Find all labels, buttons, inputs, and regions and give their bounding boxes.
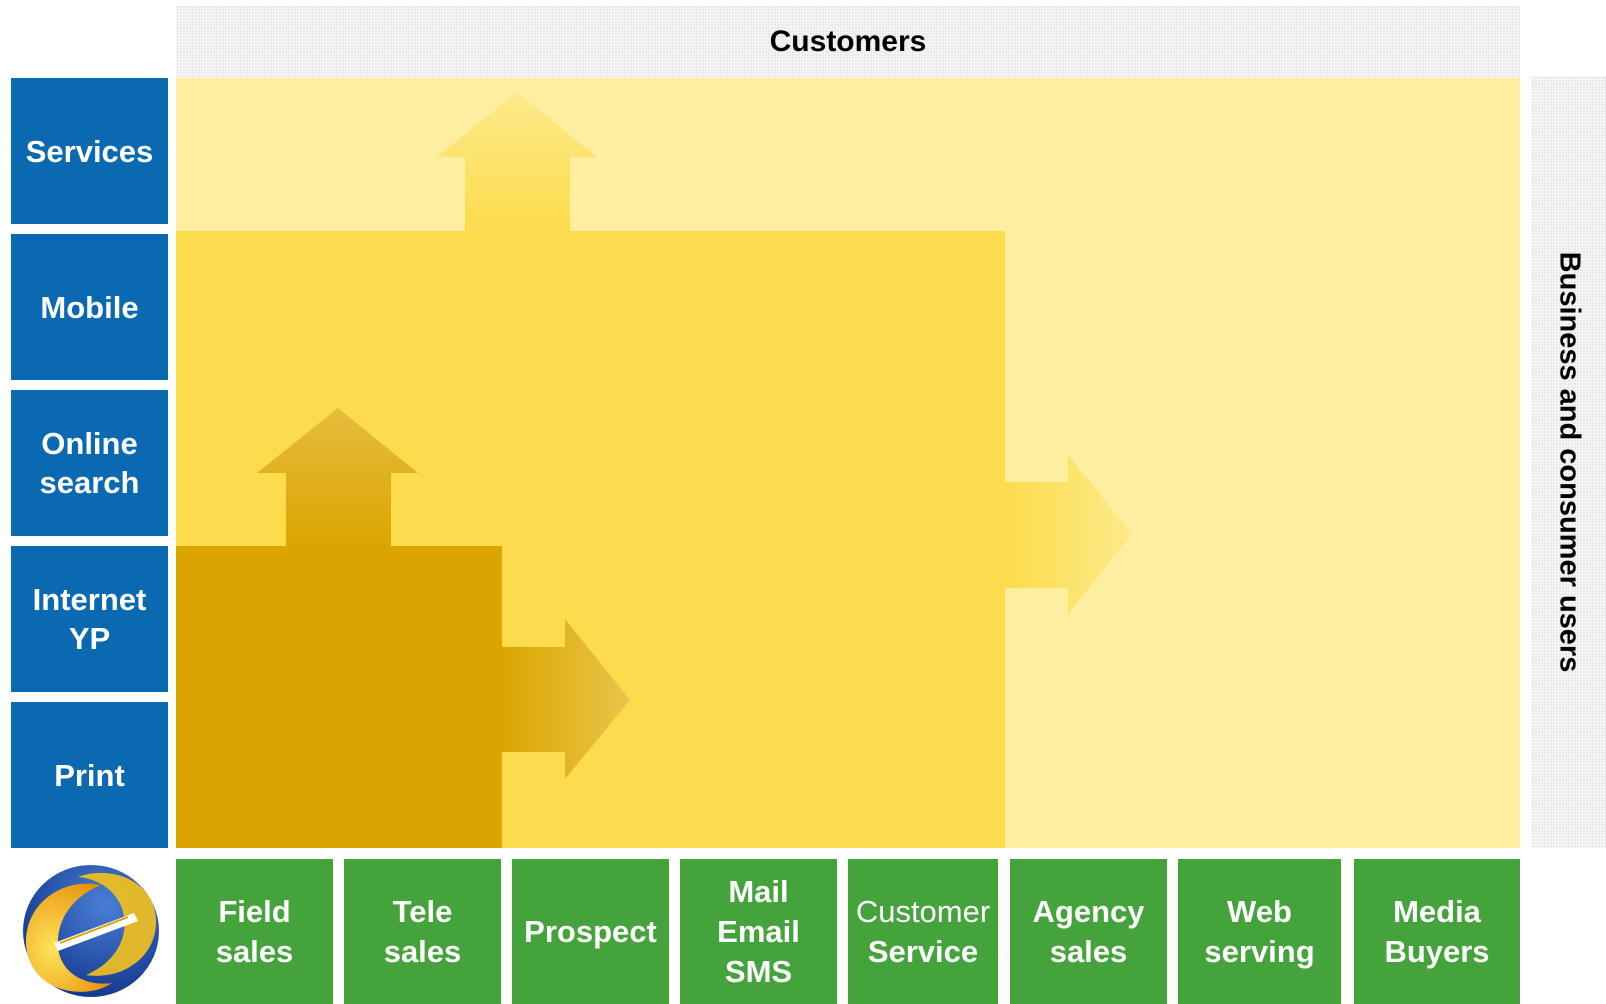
col-field-sales: Field sales [176,859,333,1004]
row-print: Print [11,702,168,848]
customers-header-label: Customers [769,25,927,58]
users-side-band: Business and consumer users [1531,76,1606,848]
col-label-line2: Service [867,933,979,969]
row-label: Online search [39,426,140,500]
col-label: Field sales [215,893,294,969]
row-mobile: Mobile [11,234,168,380]
col-label-line1: Customer [855,893,991,929]
arrow-right-large-icon [1004,455,1132,614]
row-internet-yp: Internet YP [11,546,168,692]
col-customer-service: Customer Service [848,859,998,1004]
row-label: Mobile [40,289,139,325]
col-agency-sales: Agency sales [1010,859,1167,1004]
col-label: Tele sales [383,893,462,969]
col-label: Media Buyers [1384,893,1490,969]
row-label: Print [54,757,125,793]
row-online-search: Online search [11,390,168,536]
core-growth-area [176,546,502,848]
col-mail-email-sms: Mail Email SMS [680,859,837,1004]
row-label: Internet YP [32,582,147,656]
col-prospect: Prospect [512,859,669,1004]
col-media-buyers: Media Buyers [1354,859,1520,1004]
arrow-up-large-icon [437,92,597,232]
col-label: Mail Email SMS [717,873,800,989]
arrow-right-small-icon [501,619,630,779]
col-web-serving: Web serving [1178,859,1341,1004]
company-logo-icon [23,865,159,997]
col-tele-sales: Tele sales [344,859,501,1004]
col-label: Prospect [524,913,657,949]
row-services: Services [11,78,168,224]
col-label: Web serving [1204,893,1315,969]
row-label: Services [25,133,154,169]
customers-header: Customers [176,6,1520,78]
arrow-up-small-icon [257,408,418,547]
col-label: Agency sales [1032,893,1145,969]
